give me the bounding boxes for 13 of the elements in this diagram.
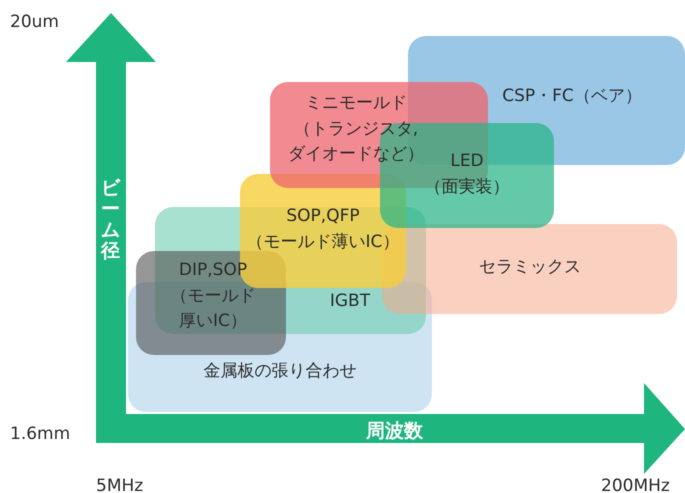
axis-title: 周波数	[366, 419, 423, 444]
axis-title: ビーム径	[101, 178, 120, 262]
axis-tick-label: 1.6mm	[10, 424, 70, 444]
region-label: セラミックス	[478, 256, 582, 279]
region-label: SOP,QFP（モールド薄いIC）	[246, 205, 400, 254]
axis-tick-label: 20um	[10, 12, 59, 32]
package-region	[382, 224, 677, 314]
axis-tick-label: 5MHz	[96, 476, 144, 493]
region-label: LED（面実装）	[424, 150, 510, 198]
axis-tick-label: 200MHz	[601, 476, 670, 493]
region-label: IGBT	[328, 290, 372, 313]
region-label: CSP・FC（ベア）	[501, 85, 643, 108]
region-label: 金属板の張り合わせ	[202, 360, 358, 383]
